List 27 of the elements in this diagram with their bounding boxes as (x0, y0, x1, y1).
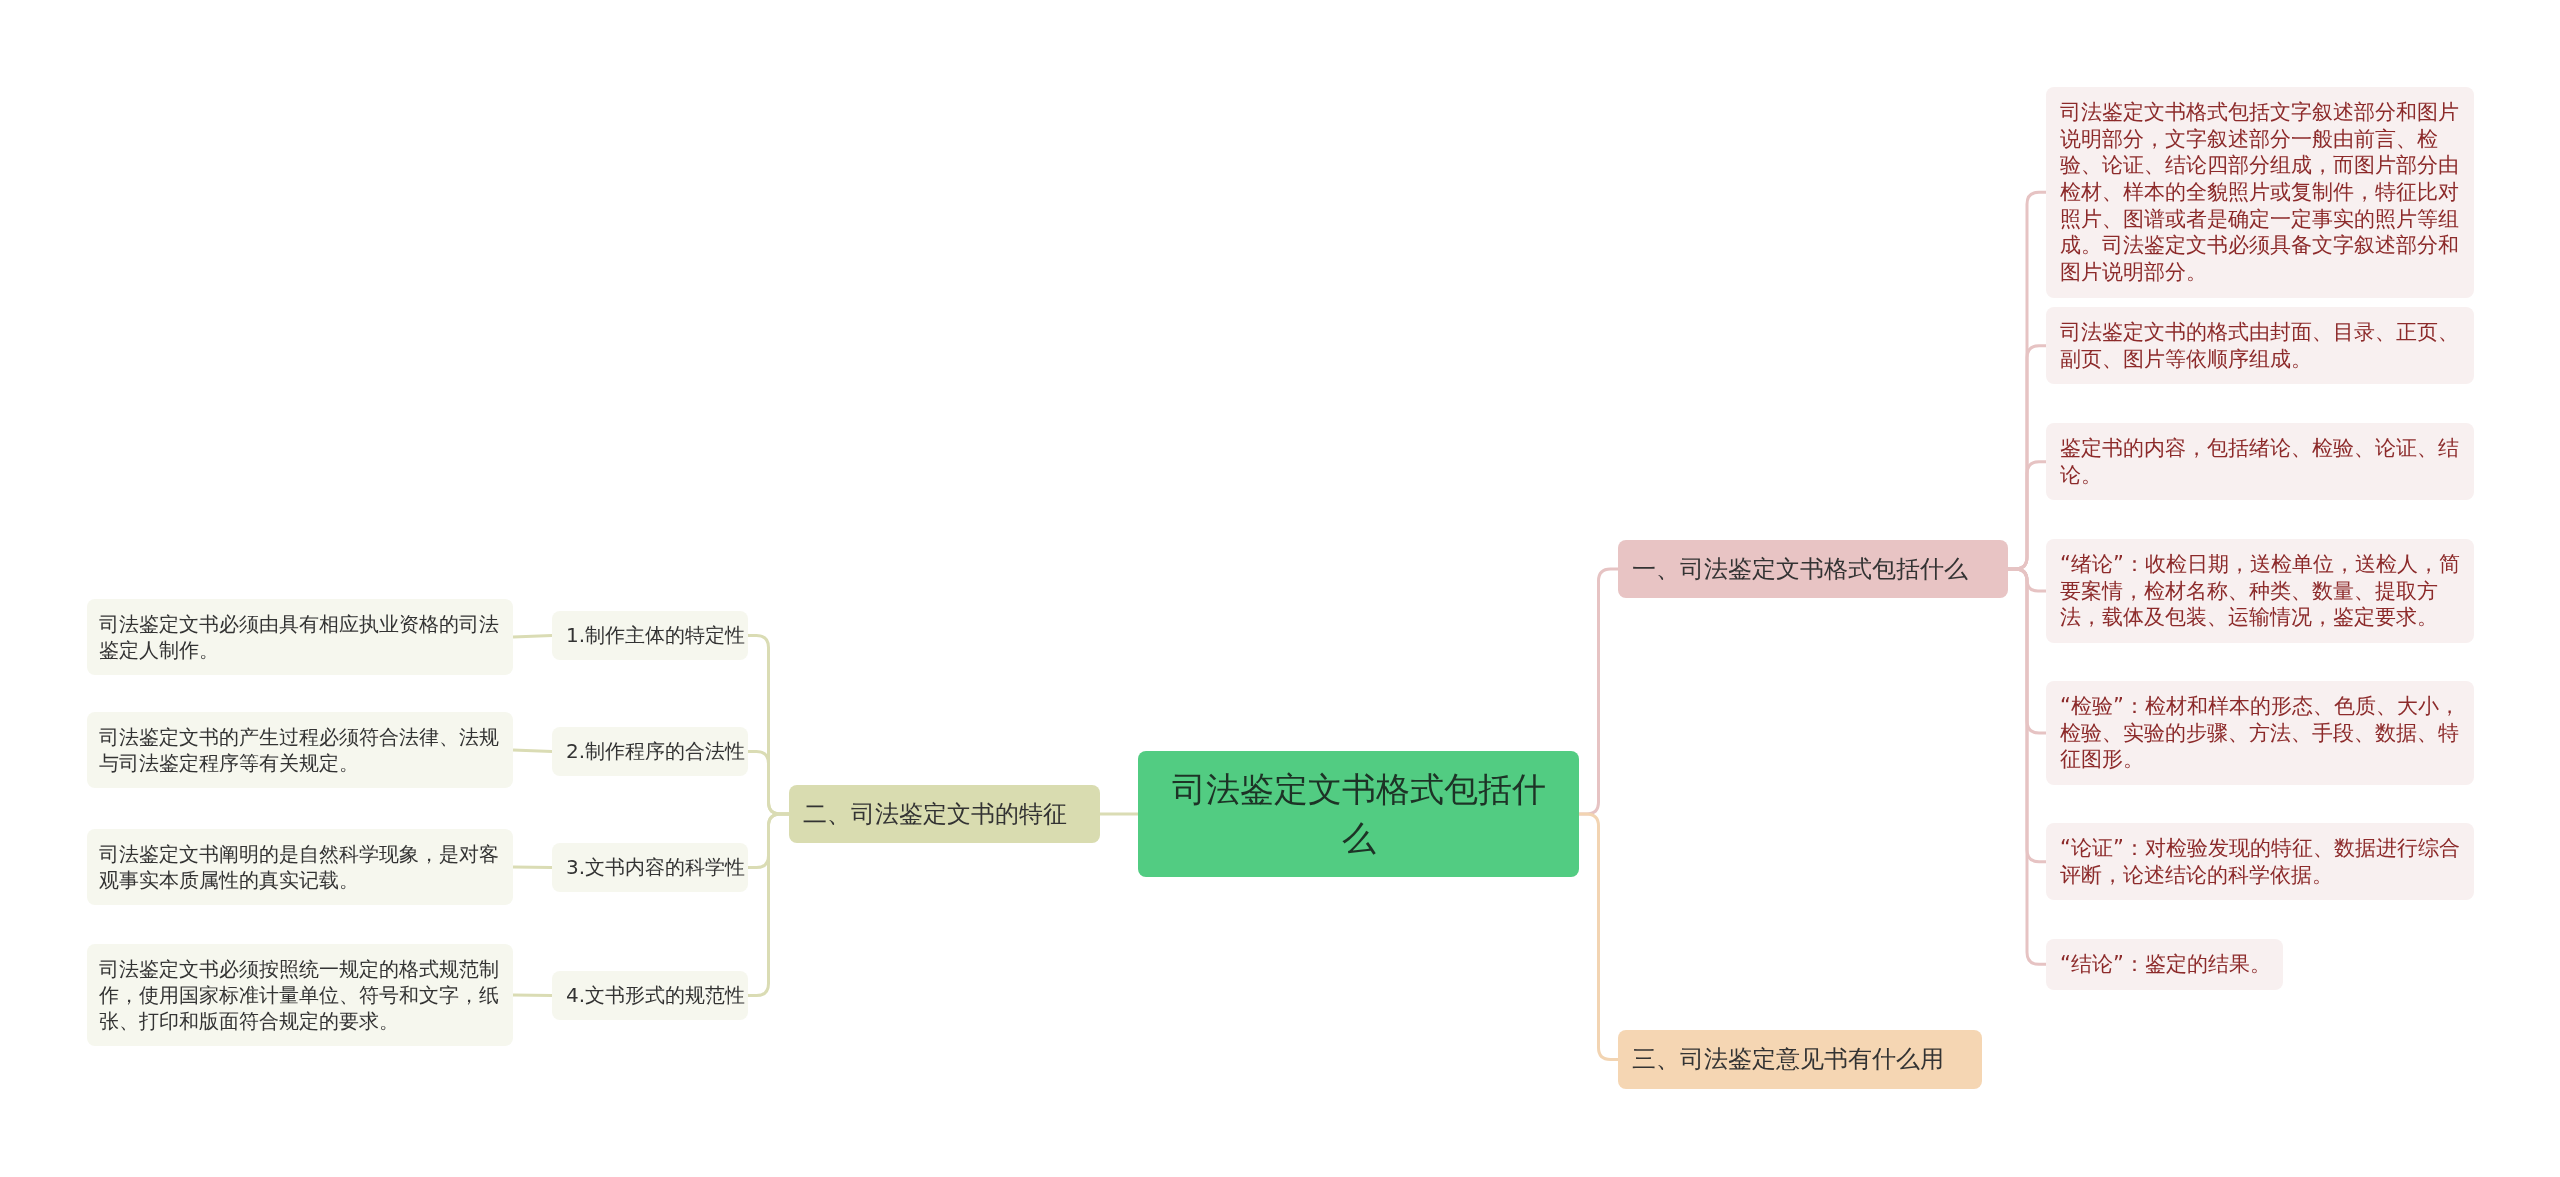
note-box: “论证”：对检验发现的特征、数据进行综合评断，论述结论的科学依据。 (2046, 823, 2474, 901)
connector-line (1579, 812, 1618, 1061)
connector-line (1100, 812, 1138, 816)
topic-box: 司法鉴定文书格式包括什么 (1138, 751, 1579, 877)
note-box: 司法鉴定文书阐明的是自然科学现象，是对客观事实本质属性的真实记载。 (87, 829, 513, 905)
branch-box: 三、司法鉴定意见书有什么用 (1618, 1030, 1982, 1089)
connector-line (2008, 567, 2046, 966)
subtopic-box: 3.文书内容的科学性 (552, 843, 748, 892)
subtopic-box: 1.制作主体的特定性 (552, 611, 748, 660)
subtopic-box: 2.制作程序的合法性 (552, 727, 748, 776)
note-box: 司法鉴定文书必须由具有相应执业资格的司法鉴定人制作。 (87, 599, 513, 675)
connector-line (512, 865, 553, 869)
connector-line (512, 634, 553, 639)
note-box: 司法鉴定文书必须按照统一规定的格式规范制作，使用国家标准计量单位、符号和文字，纸张、打印和版面符合规定的要求。 (87, 944, 513, 1046)
note-box: 司法鉴定文书的格式由封面、目录、正页、副页、图片等依顺序组成。 (2046, 307, 2474, 385)
note-box: 司法鉴定文书格式包括文字叙述部分和图片说明部分，文字叙述部分一般由前言、检验、论证、结论四部分组成，而图片部分由检材、样本的全貌照片或复制件，特征比对照片、图谱或者是确定一定事实的照片等组成。司法鉴定文书必须具备文字叙述部分和图片说明部分。 (2046, 87, 2474, 298)
note-box: 司法鉴定文书的产生过程必须符合法律、法规与司法鉴定程序等有关规定。 (87, 712, 513, 788)
subtopic-box: 4.文书形式的规范性 (552, 971, 748, 1020)
connector-line (512, 748, 553, 753)
note-box: “结论”：鉴定的结果。 (2046, 939, 2283, 990)
branch-box: 二、司法鉴定文书的特征 (789, 785, 1100, 843)
branch-box: 一、司法鉴定文书格式包括什么 (1618, 540, 2008, 598)
note-box: 鉴定书的内容，包括绪论、检验、论证、结论。 (2046, 423, 2474, 501)
note-box: “绪论”：收检日期，送检单位，送检人，简要案情，检材名称、种类、数量、提取方法，载体及包装、运输情况，鉴定要求。 (2046, 539, 2474, 643)
connector-line (512, 993, 553, 997)
connector-line (748, 812, 789, 997)
note-box: “检验”：检材和样本的形态、色质、大小，检验、实验的步骤、方法、手段、数据、特征图形。 (2046, 681, 2474, 785)
